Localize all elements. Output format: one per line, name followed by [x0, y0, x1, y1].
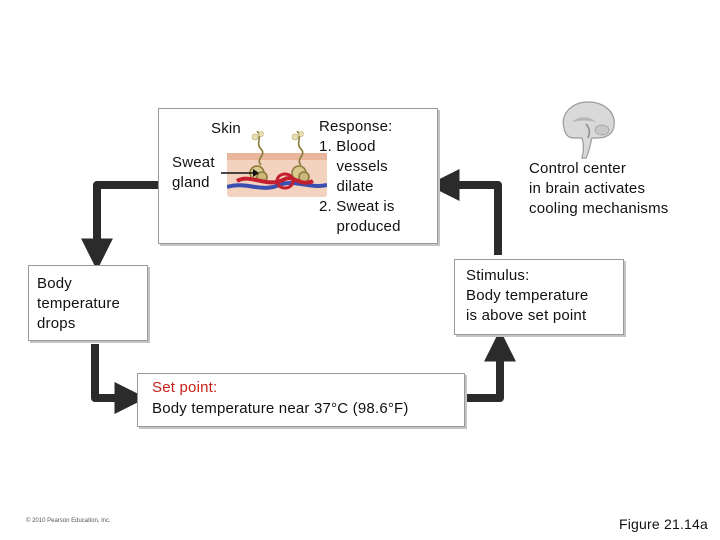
set-point-title: Set point:	[152, 379, 218, 396]
set-point-box: Set point: Body temperature near 37°C (9…	[137, 373, 465, 427]
arrow-set-point-to-stimulus	[466, 329, 516, 402]
body-temperature-drops-text: Body temperature drops	[37, 275, 121, 332]
response-box: Skin Sweat gland Response: 1. Blood vess…	[158, 108, 438, 244]
brain-icon	[562, 101, 615, 159]
sweat-gland-label: Sweat gland	[172, 154, 215, 191]
figure-label: Figure 21.14a	[619, 516, 708, 532]
copyright-text: © 2010 Pearson Education, Inc.	[26, 518, 111, 524]
skin-label: Skin	[211, 120, 241, 137]
sweat-gland-pointer	[221, 169, 259, 177]
skin-cross-section-illustration	[227, 131, 327, 197]
arrow-body-temp-to-set-point	[91, 344, 147, 414]
arrow-response-to-body-temp	[81, 181, 158, 271]
body-temperature-drops-box: Body temperature drops	[28, 265, 148, 341]
stimulus-box: Stimulus: Body temperature is above set …	[454, 259, 624, 335]
set-point-text: Body temperature near 37°C (98.6°F)	[152, 400, 409, 417]
stimulus-text: Stimulus: Body temperature is above set …	[466, 267, 589, 324]
response-text: Response: 1. Blood vessels dilate 2. Swe…	[319, 118, 401, 235]
control-center-text: Control center in brain activates coolin…	[529, 160, 669, 217]
arrow-stimulus-to-response	[427, 169, 502, 255]
